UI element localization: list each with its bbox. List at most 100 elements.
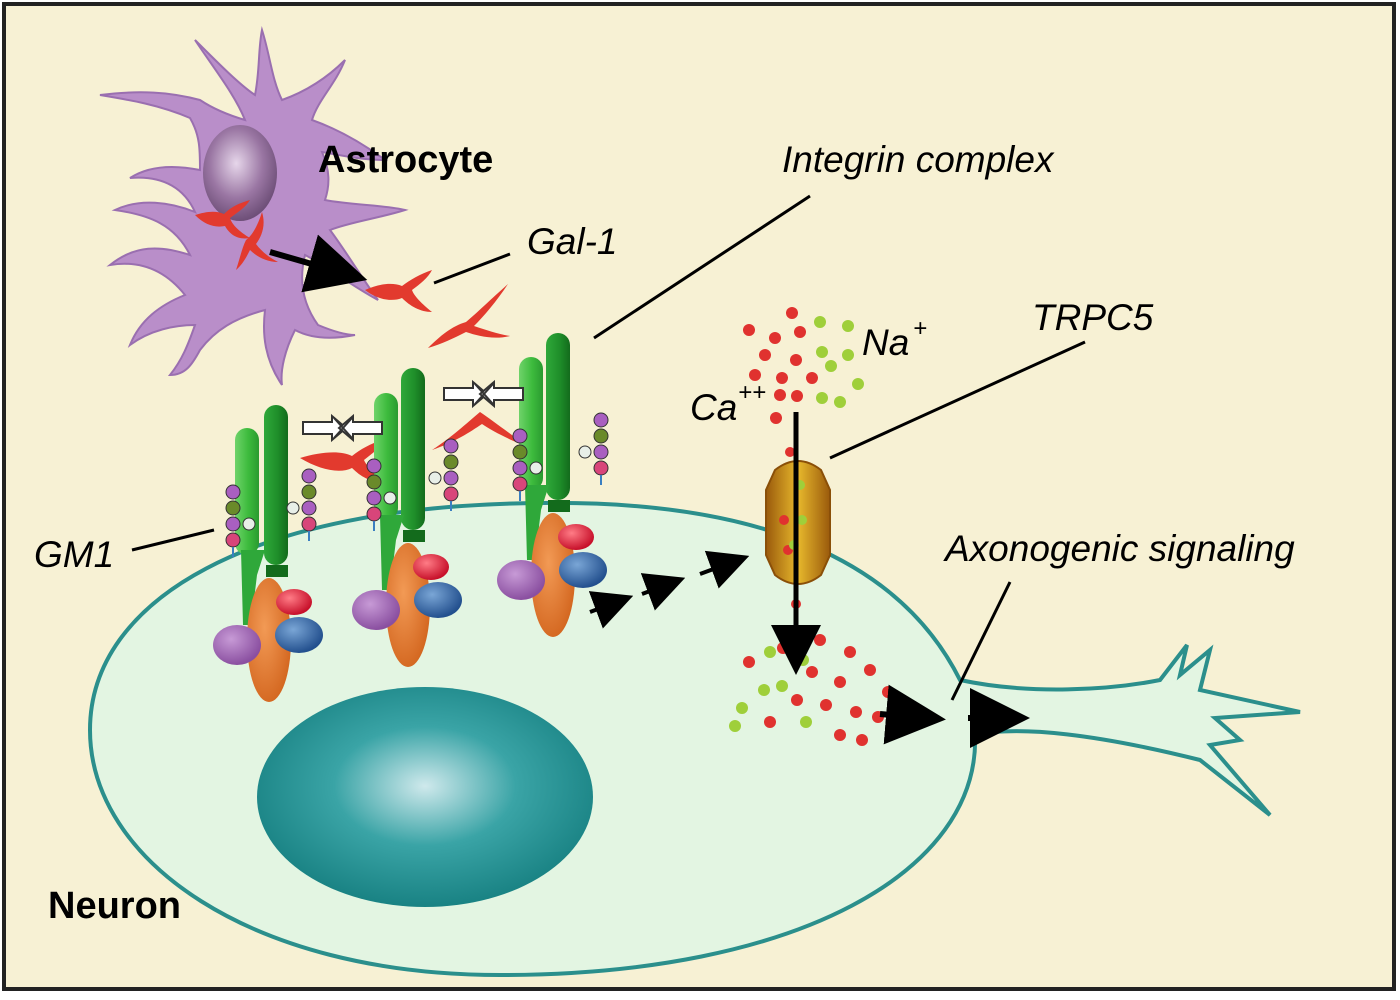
leader-lines [131, 194, 1086, 701]
na-ion-dot [842, 349, 854, 361]
signaling-protein-purple [213, 625, 261, 665]
ca-ion-dot [774, 389, 786, 401]
ca-ion-dot [844, 646, 856, 658]
gm1-sugar [225, 516, 241, 532]
integrin-tail [266, 565, 288, 577]
ca-ion-dot [850, 706, 862, 718]
ion-dots [729, 307, 911, 746]
na-ion-dot [852, 378, 864, 390]
gm1-sugar [593, 460, 609, 476]
ca-ion-dot [764, 716, 776, 728]
gm1-sialic-acid [286, 501, 300, 515]
label-gal1: Gal-1 [527, 221, 617, 262]
gm1-sugar [366, 458, 382, 474]
gm1-sugar [512, 476, 528, 492]
axon-arrow-1 [879, 684, 946, 745]
label-neuron: Neuron [48, 885, 181, 927]
opposing-arrows-with-x-icon [302, 413, 383, 443]
ca-ion-dot [776, 372, 788, 384]
gm1-sugar [225, 500, 241, 516]
na-ion-dot [797, 654, 809, 666]
ca-ion-dot [770, 412, 782, 424]
integrin-stalk [380, 515, 404, 590]
ca-ion-dot [806, 666, 818, 678]
na-ion-dot [816, 346, 828, 358]
ca-ion-dot [791, 694, 803, 706]
ca-ion-dot [820, 699, 832, 711]
gm1-chain-4 [428, 438, 459, 511]
signaling-protein-red [413, 554, 449, 580]
integrin-stalk [525, 485, 549, 560]
ca-ion-dot [834, 676, 846, 688]
secretion-arrow [269, 234, 368, 293]
label-na-sup: + [913, 315, 927, 342]
neuron-nucleus [257, 687, 593, 907]
gm1-sugar [512, 444, 528, 460]
gm1-sugar [593, 412, 609, 428]
gal1-extracellular [365, 270, 510, 348]
astrocyte-cell [99, 26, 409, 386]
label-gm1: GM1 [34, 534, 114, 575]
ca-ion-dot [759, 349, 771, 361]
na-ion-dot [814, 316, 826, 328]
na-ion-dot [816, 392, 828, 404]
gm1-chain-5 [512, 428, 543, 501]
gm1-sugar [301, 516, 317, 532]
integrin-stalk [241, 550, 265, 625]
na-ion-dot [758, 684, 770, 696]
ca-ion-dot [899, 696, 911, 708]
integrin-beta [264, 405, 288, 565]
gm1-sugar [593, 428, 609, 444]
label-astrocyte: Astrocyte [318, 139, 493, 181]
integrin-beta [401, 368, 425, 530]
gm1-chain-3 [366, 458, 397, 531]
na-ion-dot [800, 716, 812, 728]
ca-ion-dot [777, 642, 789, 654]
ca-ion-dot [791, 390, 803, 402]
label-na: Na [862, 322, 909, 363]
gm1-sialic-acid [383, 491, 397, 505]
na-ion-dot [729, 720, 741, 732]
ca-ion-dot [769, 332, 781, 344]
signaling-protein-red [558, 524, 594, 550]
opposing-arrows-with-x-icon [443, 379, 524, 409]
gm1-sugar [366, 490, 382, 506]
integrin-tail [403, 530, 425, 542]
ca-ion-dot [790, 354, 802, 366]
gm1-chain-2 [286, 468, 317, 541]
signaling-dash-arrows [588, 550, 750, 629]
ca-ion-dot [779, 515, 789, 525]
ca-ion-dot [743, 656, 755, 668]
gm1-sialic-acid [428, 471, 442, 485]
na-ion-dot [764, 646, 776, 658]
ca-ion-dot [806, 372, 818, 384]
label-axonogenic-signaling: Axonogenic signaling [943, 528, 1295, 569]
signaling-protein-blue [275, 617, 323, 653]
ca-ion-dot [882, 686, 894, 698]
gm1-sugar [225, 532, 241, 548]
gm1-sugar [366, 474, 382, 490]
integrin-complexes [213, 333, 607, 702]
gm1-sugar [443, 454, 459, 470]
ca-ion-dot [743, 324, 755, 336]
gm1-sugar [301, 468, 317, 484]
ca-ion-dot [814, 634, 826, 646]
gm1-sialic-acid [578, 445, 592, 459]
ca-ion-dot [834, 729, 846, 741]
gm1-sugar [443, 470, 459, 486]
label-ca-sup: ++ [738, 379, 766, 406]
label-trpc5: TRPC5 [1032, 297, 1154, 338]
ca-ion-dot [856, 734, 868, 746]
integrin-complex-1 [213, 405, 323, 702]
gm1-sialic-acid [529, 461, 543, 475]
ca-ion-dot [786, 307, 798, 319]
na-ion-dot [776, 680, 788, 692]
label-ca: Ca [690, 387, 737, 428]
ca-ion-dot [749, 369, 761, 381]
gm1-chain-6 [578, 412, 609, 485]
gm1-sugar [593, 444, 609, 460]
gm1-sugar [512, 428, 528, 444]
signaling-protein-purple [352, 590, 400, 630]
